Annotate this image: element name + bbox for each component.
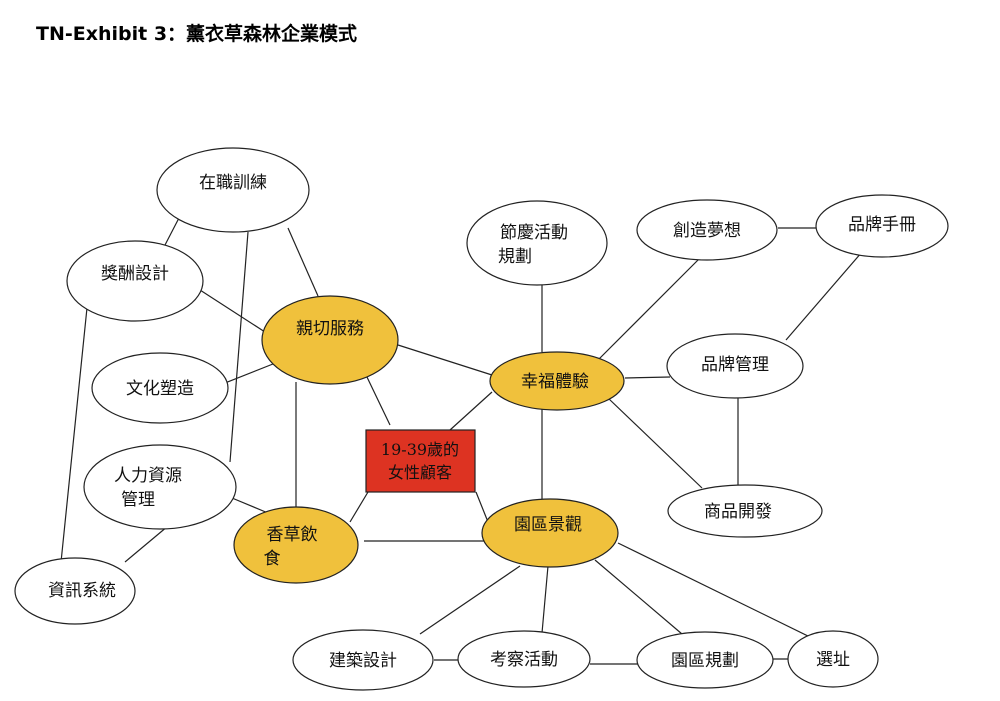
edge-jiangchou-qinqie <box>199 289 266 333</box>
edge-yuanqu-kaocha <box>541 565 549 634</box>
edge-xingfu-center <box>449 391 493 431</box>
edge-yuanqu-yuanquguihua <box>594 559 683 635</box>
node-label: 品牌手冊 <box>848 215 916 235</box>
edge-yuanqu-xuanzhi <box>617 542 813 639</box>
node-shangpin: 商品開發 <box>667 484 823 538</box>
edge-xiangcao-center <box>349 491 369 523</box>
node-zaizhi: 在職訓練 <box>156 147 310 233</box>
connector-lines <box>59 215 863 665</box>
node-label-line2: 規劃 <box>498 247 532 267</box>
node-label: 考察活動 <box>490 650 558 670</box>
node-zixun: 資訊系統 <box>14 557 136 625</box>
node-label: 親切服務 <box>296 319 364 339</box>
edge-yuanqu-jianzhu <box>419 565 521 635</box>
node-label: 創造夢想 <box>673 221 741 241</box>
node-xiangcao: 香草飲 食 <box>233 506 359 584</box>
edge-xingfu-pinpaiguanli <box>624 376 671 379</box>
node-label-line1: 香草飲 <box>267 525 318 545</box>
edge-qinqie-center <box>365 374 391 426</box>
node-label: 資訊系統 <box>48 581 116 601</box>
node-label: 建築設計 <box>329 651 397 671</box>
edge-renli-xiangcao <box>231 497 269 514</box>
node-label: 幸福體驗 <box>521 372 589 392</box>
node-label: 商品開發 <box>704 502 772 522</box>
node-label-line1: 19-39歲的 <box>381 440 459 459</box>
edge-xingfu-shangpin <box>607 397 703 489</box>
node-jieqing: 節慶活動 規劃 <box>466 200 608 286</box>
node-label-line2: 食 <box>264 549 281 569</box>
node-jianzhu: 建築設計 <box>292 629 434 691</box>
node-yuanqu: 園區景觀 <box>481 498 619 568</box>
node-wenhua: 文化塑造 <box>91 352 229 424</box>
node-label-line1: 節慶活動 <box>500 223 568 243</box>
edge-zaizhi-renli <box>229 231 249 463</box>
node-label-line1: 人力資源 <box>114 466 182 486</box>
node-label: 在職訓練 <box>199 173 267 193</box>
node-target-customer: 19-39歲的 女性顧客 <box>365 429 476 493</box>
edge-zaizhi-jiangchou <box>164 215 181 246</box>
node-pinpaishouce: 品牌手冊 <box>815 194 949 258</box>
node-label: 園區景觀 <box>514 515 582 535</box>
edge-zaizhi-qinqie <box>287 227 319 297</box>
node-chuangzao: 創造夢想 <box>636 199 778 261</box>
node-label: 文化塑造 <box>126 379 194 399</box>
edge-qinqie-xingfu <box>397 344 493 376</box>
node-label: 園區規劃 <box>671 651 739 671</box>
node-kaocha: 考察活動 <box>457 630 591 688</box>
node-label: 選址 <box>816 650 850 670</box>
node-label: 獎酬設計 <box>101 264 169 284</box>
edge-pinpaishouce-pinpaiguanli <box>785 251 863 341</box>
node-label-line2: 管理 <box>121 490 155 510</box>
edge-chuangzao-xingfu <box>597 257 701 361</box>
node-xuanzhi: 選址 <box>787 630 879 688</box>
node-label: 品牌管理 <box>701 355 769 375</box>
edge-jiangchou-zixun <box>59 297 89 573</box>
node-jiangchou: 獎酬設計 <box>66 240 204 322</box>
node-qinqie: 親切服務 <box>261 295 399 385</box>
node-yuanquguihua: 園區規劃 <box>636 631 774 689</box>
node-xingfu: 幸福體驗 <box>489 351 625 411</box>
node-renli: 人力資源 管理 <box>83 444 237 530</box>
edge-yuanqu-center <box>475 491 489 523</box>
edge-wenhua-qinqie <box>224 361 279 384</box>
node-pinpaiguanli: 品牌管理 <box>666 333 804 399</box>
page-title: TN-Exhibit 3：薰衣草森林企業模式 <box>36 23 358 45</box>
node-label-line2: 女性顧客 <box>388 463 452 482</box>
